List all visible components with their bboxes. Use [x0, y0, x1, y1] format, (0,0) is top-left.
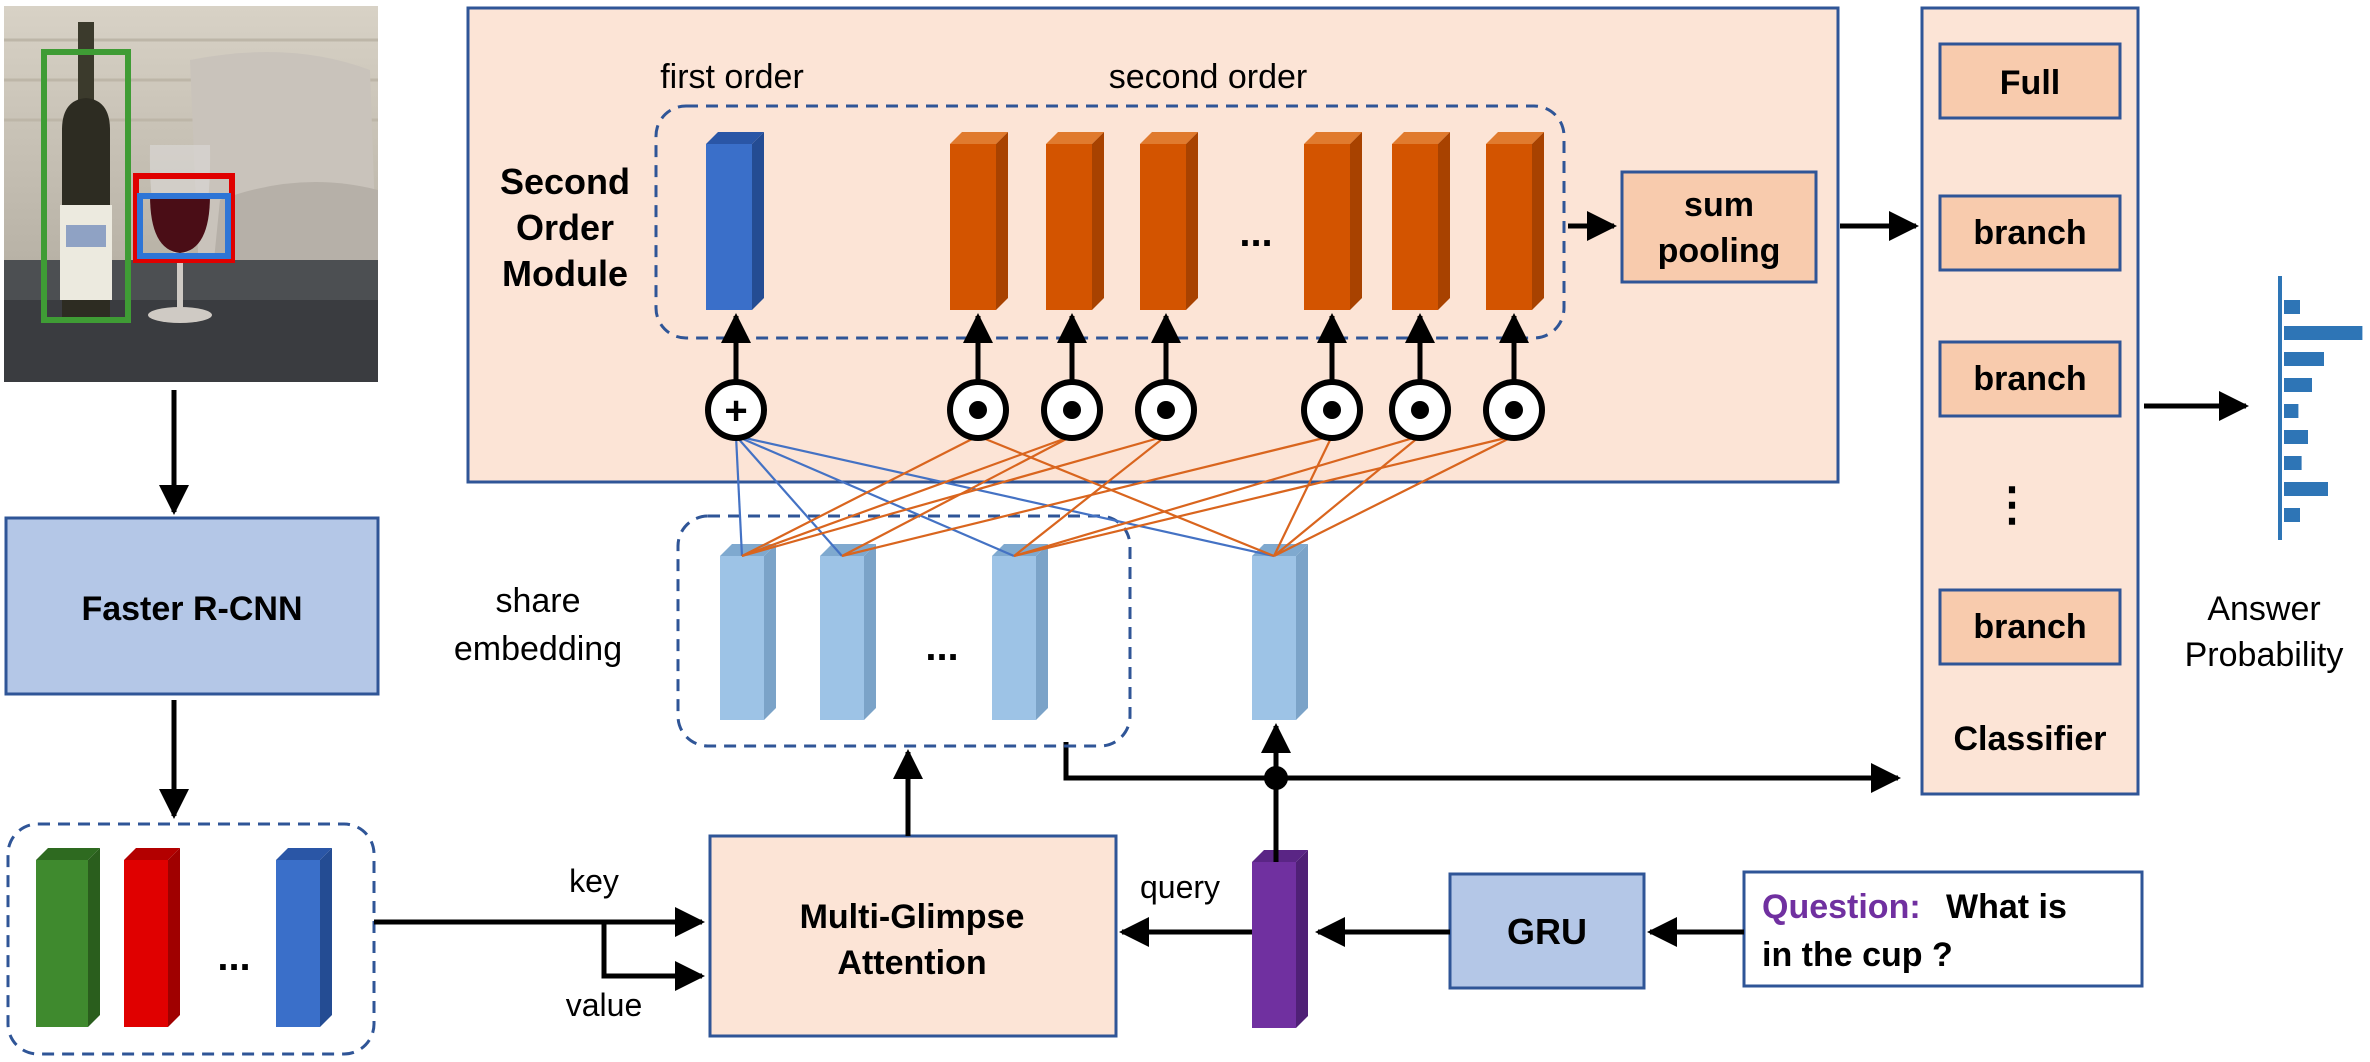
answer-probability: Answer Probability: [2185, 276, 2363, 674]
probability-bar: [2284, 352, 2324, 366]
add-operator: +: [705, 379, 767, 441]
embedding-cube-2: [820, 544, 876, 720]
detection-box-red: [133, 173, 235, 263]
second-order-cube-4: [1304, 132, 1362, 310]
sum-pooling-line2: pooling: [1658, 232, 1781, 270]
gru-box: GRU: [1448, 872, 1646, 990]
feature-cube-blue: [276, 848, 332, 1027]
probability-bars: [2284, 300, 2363, 522]
wine-glass: [148, 145, 212, 323]
embedding-cube-1: [720, 544, 776, 720]
embedding-cube-3: [992, 544, 1048, 720]
classifier-branch-2: branch: [1938, 340, 2122, 418]
classifier-full: Full: [1938, 42, 2122, 120]
product-operator-5: [1389, 379, 1451, 441]
classifier-full-label: Full: [2000, 64, 2060, 102]
question-text-line2: in the cup ?: [1762, 936, 1953, 974]
operator-arrows: [721, 313, 1529, 382]
product-operator-6: [1483, 379, 1545, 441]
probability-bar: [2284, 508, 2300, 522]
faster-rcnn-box: Faster R-CNN: [4, 516, 380, 696]
second-order-cube-6: [1486, 132, 1544, 310]
product-operator-3: [1135, 379, 1197, 441]
feature-cube-red: [124, 848, 180, 1027]
second-order-ellipsis: ...: [1239, 211, 1272, 255]
multi-glimpse-attention-box: Multi-Glimpse Attention: [708, 834, 1118, 1038]
detection-box-green: [41, 49, 131, 323]
attention-label-line1: Multi-Glimpse: [800, 898, 1025, 936]
region-features-group: ...: [6, 822, 376, 1056]
detection-box-blue: [137, 193, 231, 259]
module-title-line3: Module: [502, 253, 628, 294]
answer-label-line1: Answer: [2207, 590, 2320, 628]
add-symbol: +: [724, 389, 747, 433]
probability-bar: [2284, 326, 2363, 340]
operators: +: [705, 379, 1545, 441]
classifier-branch-3: branch: [1938, 588, 2122, 666]
classifier-branch-1-label: branch: [1973, 214, 2086, 252]
probability-bar: [2284, 404, 2299, 418]
share-embedding-group: share embedding ...: [454, 514, 1132, 748]
second-order-cube-3: [1140, 132, 1198, 310]
classifier-branch-1: branch: [1938, 194, 2122, 272]
classifier-ellipsis: ⋮: [1989, 478, 2035, 530]
probability-bar: [2284, 378, 2312, 392]
order-features-group: [654, 104, 1566, 340]
value-label: value: [566, 987, 643, 1023]
sum-pooling-box: sum pooling: [1620, 170, 1818, 284]
product-operator-1: [947, 379, 1009, 441]
probability-bar: [2284, 482, 2328, 496]
second-order-cube-5: [1392, 132, 1450, 310]
classifier-branch-3-label: branch: [1973, 608, 2086, 646]
faster-rcnn-label: Faster R-CNN: [81, 590, 302, 628]
question-text-line1: What is: [1946, 888, 2067, 926]
embedding-ellipsis: ...: [925, 625, 958, 669]
classifier-box: Full branch branch ⋮ branch Classifier: [1920, 6, 2140, 796]
query-label: query: [1140, 869, 1220, 905]
share-embedding-label-line1: share: [495, 582, 580, 620]
key-label: key: [569, 863, 619, 899]
arrow-embedding-to-classifier: [1063, 742, 1901, 793]
share-embedding-label-line2: embedding: [454, 630, 622, 668]
sum-pooling-line1: sum: [1684, 186, 1754, 224]
first-order-label: first order: [660, 58, 804, 96]
features-ellipsis: ...: [217, 935, 250, 979]
query-vector-cube: [1252, 850, 1308, 1028]
question-prefix: Question:: [1762, 888, 1921, 926]
attention-label-line2: Attention: [837, 944, 986, 982]
question-embedding-cube: [1252, 544, 1308, 720]
wine-bottle: [60, 22, 112, 318]
second-order-cube-1: [950, 132, 1008, 310]
answer-label-line2: Probability: [2185, 636, 2344, 674]
probability-bar: [2284, 430, 2308, 444]
input-photo: [4, 6, 378, 382]
junction-dot: [1264, 766, 1288, 790]
key-value-arrows: key value: [374, 863, 705, 1023]
second-order-module: Second Order Module first order second o…: [466, 6, 1840, 484]
classifier-branch-2-label: branch: [1973, 360, 2086, 398]
probability-bar: [2284, 300, 2300, 314]
product-operator-2: [1041, 379, 1103, 441]
question-box: Question: What is in the cup ?: [1742, 870, 2144, 988]
feature-cube-green: [36, 848, 100, 1027]
gru-label: GRU: [1507, 911, 1587, 952]
module-title-line1: Second: [500, 161, 630, 202]
second-order-label: second order: [1109, 58, 1307, 96]
probability-bar: [2284, 456, 2302, 470]
first-order-cube: [706, 132, 764, 310]
connection-lines: [734, 434, 1515, 558]
module-title-line2: Order: [516, 207, 614, 248]
product-operator-4: [1301, 379, 1363, 441]
classifier-label: Classifier: [1953, 720, 2106, 758]
second-order-cube-2: [1046, 132, 1104, 310]
